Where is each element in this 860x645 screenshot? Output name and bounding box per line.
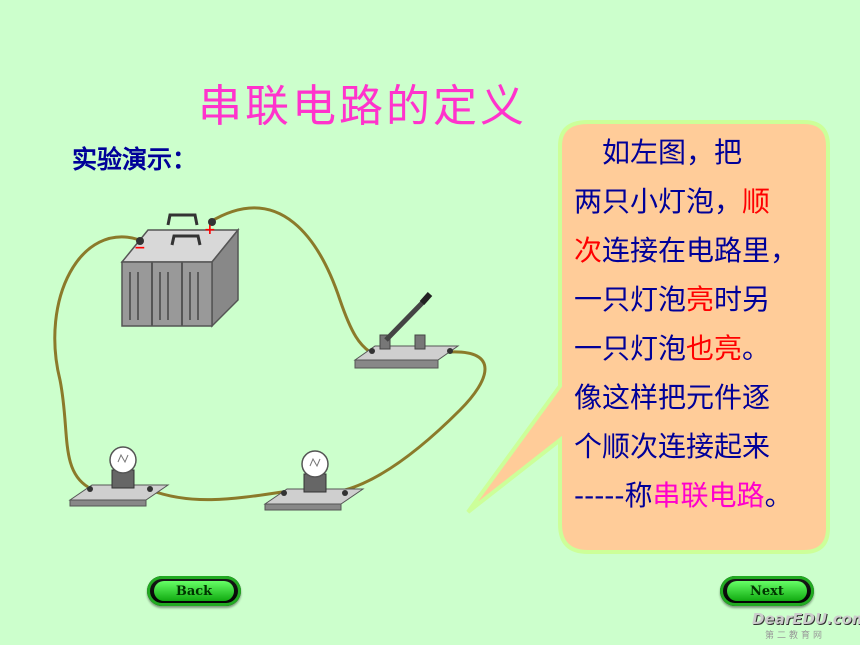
switch-icon [353,292,460,369]
callout-line: 两只小灯泡，顺 [574,177,822,226]
callout-segment: 如左图，把 [574,136,743,169]
callout-segment: 次 [574,234,603,267]
battery-icon: + − [120,213,240,328]
callout-segment: 顺 [742,185,771,218]
bulb-icon [68,446,170,507]
callout-segment: 像这样把元件逐 [574,381,771,414]
callout-segment: 称 [624,479,653,512]
callout-segment: 。 [742,332,771,365]
wire-switch-to-bulb2 [344,350,487,492]
wire-battery-to-switch [209,206,371,354]
back-button[interactable]: Back [147,576,241,606]
callout-line: 个顺次连接起来 [574,422,822,471]
callout-segment: 亮 [686,283,715,316]
callout-segment: 一只灯泡 [574,332,687,365]
section-subtitle: 实验演示： [72,145,198,174]
site-watermark-sub: 第二教育网 [765,631,826,641]
circuit-wires [53,206,487,502]
page-title: 串联电路的定义 [198,81,527,132]
callout-line: 一只灯泡亮时另 [574,275,822,324]
callout-text: 如左图，把两只小灯泡，顺次连接在电路里，一只灯泡亮时另一只灯泡也亮。像这样把元件… [574,128,822,520]
callout-line: -----称串联电路。 [574,471,822,520]
callout-segment: 个顺次连接起来 [574,430,771,463]
callout-line: 像这样把元件逐 [574,373,822,422]
callout-segment: 也亮 [686,332,743,365]
next-button[interactable]: Next [720,576,814,606]
callout-line: 如左图，把 [574,128,822,177]
wire-bulb1-to-bulb2 [149,488,283,502]
callout-segment: 一只灯泡 [574,283,687,316]
callout-segment: ----- [574,479,625,512]
wire-battery-to-bulb1 [53,235,141,489]
callout-line: 次连接在电路里， [574,226,822,275]
callout-line: 一只灯泡也亮。 [574,324,822,373]
battery-plus-label: + [204,222,216,238]
callout-segment: 两只小灯泡， [574,185,743,218]
back-button-label: Back [154,581,234,601]
site-watermark: DearEDU.com [752,610,860,628]
callout-segment: 。 [764,479,793,512]
callout-segment: 串联电路 [652,479,765,512]
next-button-label: Next [727,581,807,601]
callout-segment: 时另 [714,283,771,316]
callout-segment: 连接在电路里， [602,234,799,267]
bulb-icon [263,450,365,511]
battery-minus-label: − [134,240,146,256]
